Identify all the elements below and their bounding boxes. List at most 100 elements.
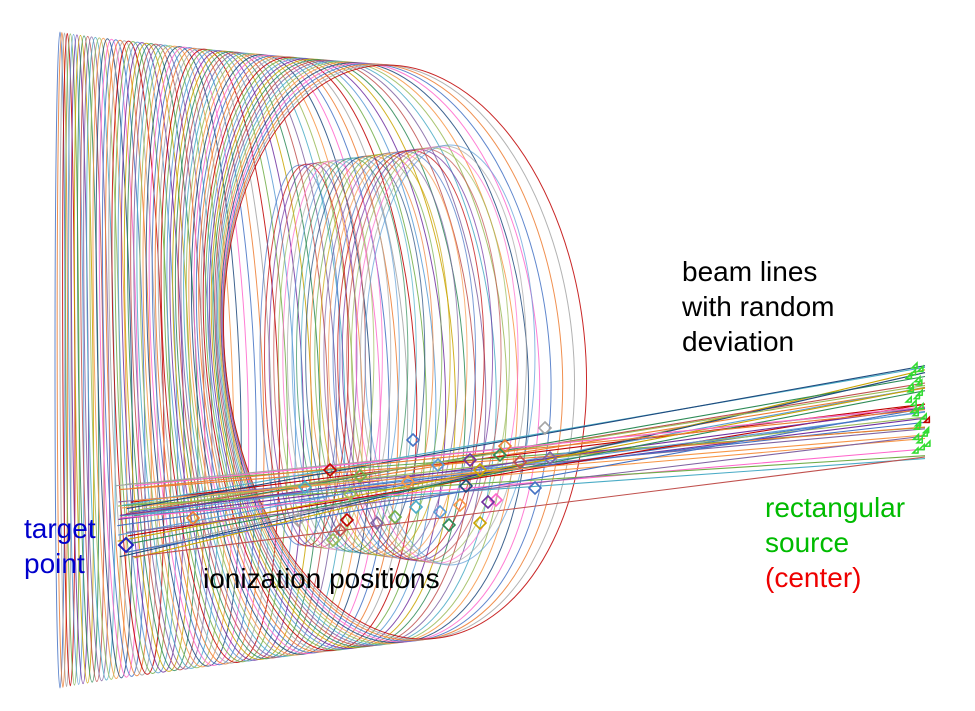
ionization-marker [452, 497, 468, 513]
trajectory-loop [172, 50, 313, 660]
trajectory-loop [151, 47, 257, 666]
trajectory-loop [180, 52, 338, 658]
source-marker [916, 401, 924, 410]
trajectory-loop [108, 40, 159, 676]
ionization-marker [472, 462, 488, 478]
ionization-marker [432, 504, 448, 520]
trajectory-loop [142, 45, 235, 668]
ionization-marker [387, 509, 403, 525]
source-marker [912, 422, 921, 431]
trajectory-loop [98, 38, 140, 678]
ionization-marker [408, 499, 424, 515]
beam-line [132, 456, 926, 558]
beam-line [117, 386, 926, 542]
trajectory-loop [177, 51, 329, 659]
beam-lines [115, 365, 926, 559]
trajectory-loop [268, 162, 358, 548]
ionization-marker [325, 532, 341, 548]
source-marker [904, 395, 913, 403]
beam-line [131, 411, 926, 516]
beam-line [134, 406, 926, 487]
beam-line [120, 407, 926, 516]
trajectory-loop [193, 54, 381, 655]
ionization-marker [497, 438, 513, 454]
trajectory-loop [210, 58, 456, 649]
rectangular-source-label: rectangular source (center) [765, 490, 905, 595]
ionization-marker [290, 512, 306, 528]
ionization-marker [441, 517, 457, 533]
trajectory-loop [198, 55, 399, 653]
source-marker [920, 429, 929, 437]
source-marker [915, 435, 924, 444]
source-markers [904, 361, 931, 454]
source-marker [912, 391, 921, 400]
ionization-marker [542, 450, 558, 466]
beam-lines-label: beam lines with random deviation [682, 254, 835, 359]
trajectory-loop [101, 39, 146, 677]
source-marker [909, 398, 917, 407]
beam-line [126, 407, 926, 553]
ionization-marker [339, 512, 355, 528]
ionization-marker [537, 420, 553, 436]
target-point-label-line: point [24, 548, 85, 579]
ionization-positions-text: ionization positions [203, 563, 440, 594]
trajectory-loop [148, 46, 250, 666]
trajectory-loop [73, 34, 95, 684]
ionization-marker [297, 479, 313, 495]
source-marker [911, 408, 920, 417]
ionization-marker [488, 492, 504, 508]
ionization-marker [352, 468, 368, 484]
trajectory-loop [200, 56, 409, 652]
trajectory-loop [195, 55, 390, 654]
trajectory-loop [111, 40, 165, 675]
beam-lines-label-line: deviation [682, 326, 795, 357]
source-marker [915, 364, 924, 373]
ionization-marker [342, 486, 358, 502]
ionization-marker [400, 474, 416, 490]
trajectory-loop [145, 46, 242, 667]
trajectory-loop [95, 38, 134, 679]
trajectory-loop [190, 54, 372, 655]
beam-line [126, 365, 926, 510]
target-point-label-line: target [24, 513, 96, 544]
source-marker [922, 415, 931, 424]
target-point-marker [117, 536, 135, 554]
trajectory-loop [222, 64, 588, 640]
ionization-marker [512, 454, 528, 470]
trajectory-loop [160, 48, 281, 663]
source-marker [921, 425, 930, 434]
ionization-marker [332, 522, 348, 538]
trajectory-loop [217, 60, 497, 646]
source-marker [922, 439, 931, 448]
trajectory-loop [117, 41, 178, 674]
trajectory-loop [64, 33, 80, 686]
trajectory-loop [80, 35, 105, 682]
trajectory-loop [174, 51, 321, 660]
ionization-markers [185, 420, 558, 548]
beam-lines-label-line: with random [682, 291, 835, 322]
trajectory-loop [92, 37, 128, 680]
source-marker [911, 432, 920, 441]
ionization-marker [492, 447, 508, 463]
source-marker [913, 418, 922, 427]
ionization-marker [369, 515, 385, 531]
source-label-line: source [765, 527, 850, 558]
target-point-label: target point [24, 511, 96, 581]
beam-line [126, 435, 926, 533]
trajectory-loop [188, 53, 364, 656]
source-center-label: (center) [765, 562, 862, 593]
beam-lines-label-line: beam lines [682, 256, 818, 287]
ionization-positions-label: ionization positions [203, 561, 440, 596]
ionization-marker [480, 494, 496, 510]
ionization-marker [405, 432, 421, 448]
trajectory-loop [202, 56, 418, 652]
trajectory-loop [59, 32, 72, 688]
ionization-marker [322, 462, 338, 478]
trajectory-loop [277, 161, 375, 549]
trajectory-loop [120, 42, 185, 673]
ionization-marker [458, 478, 474, 494]
beam-line [122, 366, 926, 507]
ionization-marker [430, 457, 446, 473]
source-marker [919, 412, 928, 420]
